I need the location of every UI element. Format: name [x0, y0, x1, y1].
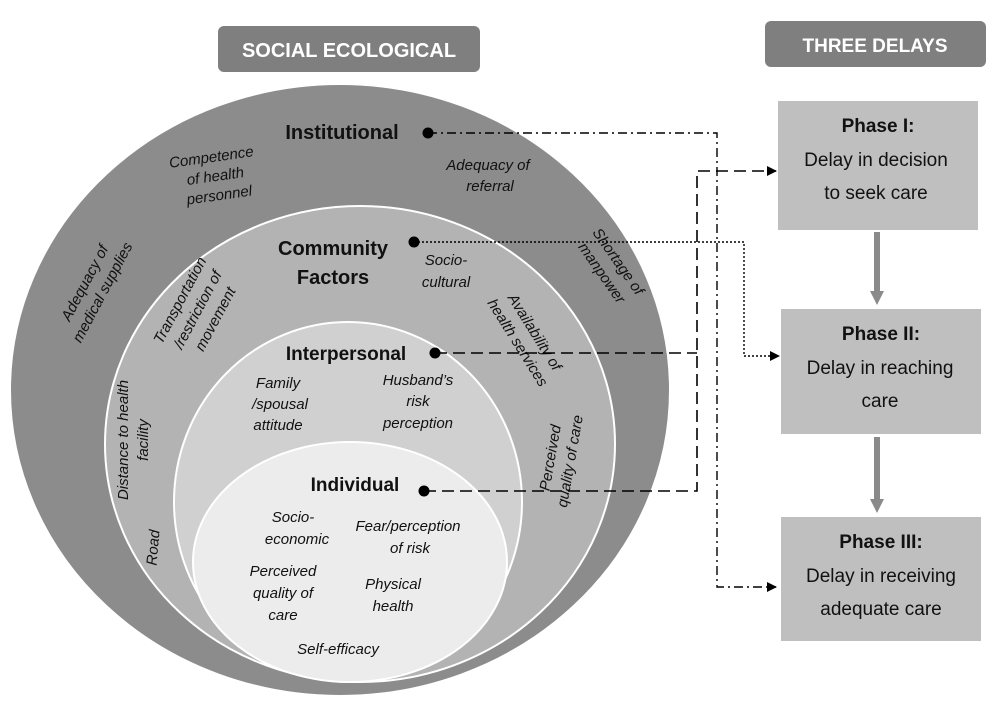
phase-box-1: Phase I: Delay in decision to seek care [778, 101, 978, 230]
connector-individual-to-phase1 [424, 166, 777, 492]
factor-socio-cultural-line2: cultural [422, 274, 471, 291]
phase-3-line1: Delay in receiving [806, 566, 956, 587]
factor-socio-economic-line2: economic [265, 531, 330, 548]
factor-husband-line3: perception [382, 415, 453, 432]
phase-box-3-bg [781, 517, 981, 641]
phase-box-1-bg [778, 101, 978, 230]
factor-fear-line1: Fear/perception [355, 518, 460, 535]
level-community-line2: Factors [297, 267, 369, 289]
factor-husband-line1: Husband’s [383, 372, 454, 389]
factor-perceived-quality-of-care-inner: Perceived quality of care [250, 563, 317, 624]
factor-adequacy-referral-line2: referral [466, 178, 514, 195]
factor-physical-health: Physical health [365, 576, 422, 615]
factor-socio-economic-line1: Socio- [272, 509, 315, 526]
phase-1-title: Phase I: [842, 116, 915, 137]
header-social-ecological-bg [218, 26, 480, 72]
factor-adequacy-of-referral: Adequacy of referral [445, 157, 531, 195]
factor-family-spousal-attitude: Family /spousal attitude [251, 375, 309, 434]
connector-institutional-to-phase3 [428, 132, 777, 592]
phase-1-line1: Delay in decision [804, 150, 948, 171]
phase-1-line2: to seek care [824, 183, 928, 204]
connector-community-to-phase2 [414, 241, 780, 361]
factor-socio-economic: Socio- economic [265, 509, 330, 548]
phase-3-line2: adequate care [820, 599, 942, 620]
phase-box-3: Phase III: Delay in receiving adequate c… [781, 517, 981, 641]
phase-box-2-bg [781, 309, 981, 434]
factor-family-line3: attitude [253, 417, 302, 434]
factor-distance-line1: Distance to health [115, 380, 132, 500]
header-three-delays: THREE DELAYS [765, 21, 986, 67]
factor-distance-line2: facility [135, 418, 152, 461]
phase-2-line2: care [862, 391, 899, 412]
factor-husbands-risk-perception: Husband’s risk perception [382, 372, 454, 432]
factor-distance-to-health-facility: Distance to health facility [115, 380, 152, 500]
phase-3-title: Phase III: [839, 532, 922, 553]
individual-circle [192, 441, 508, 683]
factor-pqc-inner-line2: quality of [253, 585, 315, 602]
level-individual: Individual [311, 475, 400, 496]
factor-physical-health-line2: health [373, 598, 414, 615]
level-institutional: Institutional [285, 122, 398, 144]
factor-self-efficacy: Self-efficacy [297, 641, 380, 658]
factor-family-line1: Family [256, 375, 302, 392]
factor-family-line2: /spousal [251, 396, 309, 413]
header-three-delays-bg [765, 21, 986, 67]
factor-fear-line2: of risk [390, 540, 432, 557]
factor-fear-perception-of-risk: Fear/perception of risk [355, 518, 460, 557]
factor-socio-cultural: Socio- cultural [422, 252, 471, 291]
header-social-ecological: SOCIAL ECOLOGICAL [218, 26, 480, 72]
phase-box-2: Phase II: Delay in reaching care [781, 309, 981, 434]
header-social-ecological-label: SOCIAL ECOLOGICAL [242, 40, 456, 62]
factor-pqc-inner-line1: Perceived [250, 563, 317, 580]
factor-socio-cultural-line1: Socio- [425, 252, 468, 269]
level-community-line1: Community [278, 238, 389, 260]
factor-husband-line2: risk [406, 393, 431, 410]
factor-adequacy-referral-line1: Adequacy of [445, 157, 531, 174]
factor-pqc-inner-line3: care [268, 607, 297, 624]
level-interpersonal: Interpersonal [286, 344, 406, 365]
header-three-delays-label: THREE DELAYS [803, 36, 948, 57]
phase-2-title: Phase II: [842, 324, 920, 345]
factor-road: Road [143, 528, 163, 566]
factor-physical-health-line1: Physical [365, 576, 422, 593]
phase-2-line1: Delay in reaching [807, 358, 954, 379]
